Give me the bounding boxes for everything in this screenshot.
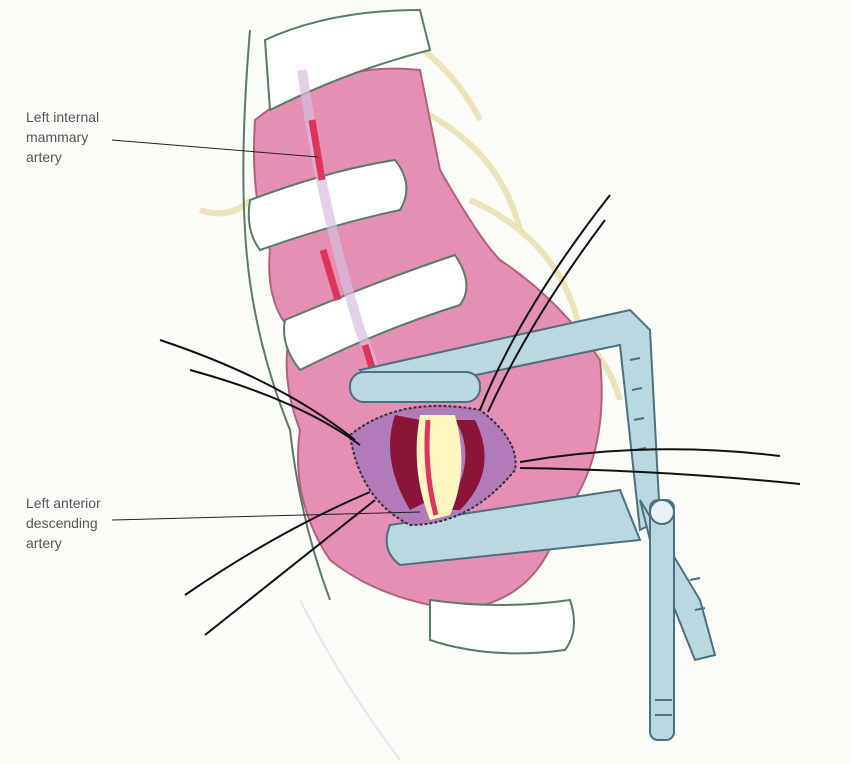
label-line: mammary bbox=[26, 129, 88, 145]
rib-retractor bbox=[349, 308, 717, 741]
label-line: artery bbox=[26, 149, 62, 165]
retractor-ruler-ticks bbox=[629, 357, 706, 716]
rib bbox=[429, 598, 575, 655]
label-line: Left internal bbox=[26, 109, 99, 125]
label-left-internal-mammary-artery: Left internal mammary artery bbox=[26, 109, 99, 165]
sternum-edge bbox=[242, 29, 331, 601]
rib bbox=[283, 253, 468, 372]
label-line: Left anterior bbox=[26, 495, 101, 511]
stay-sutures bbox=[159, 194, 801, 636]
label-line: artery bbox=[26, 535, 62, 551]
label-line: descending bbox=[26, 515, 98, 531]
lad-leader-line bbox=[111, 511, 421, 521]
exposed-heart-lad bbox=[348, 404, 517, 527]
label-left-anterior-descending-artery: Left anterior descending artery bbox=[26, 495, 101, 551]
lima-leader-line bbox=[111, 139, 319, 158]
